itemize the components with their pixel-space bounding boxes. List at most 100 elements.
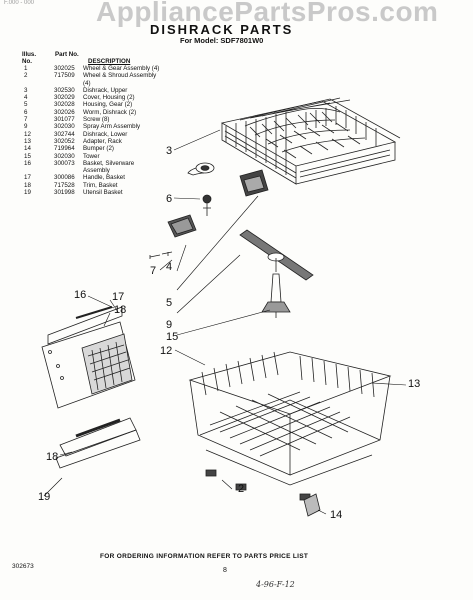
table-row: 6 302026 Worm, Dishrack (2) bbox=[22, 109, 162, 116]
part-description: Wheel & Shroud Assembly (4) bbox=[83, 72, 157, 87]
table-row: 18 717528 Trim, Basket bbox=[22, 182, 162, 189]
silverware-basket bbox=[41, 306, 136, 409]
table-row: 19 301998 Utensil Basket bbox=[22, 189, 162, 196]
illus-number: 15 bbox=[24, 152, 31, 160]
part-description: Worm, Dishrack (2) bbox=[83, 108, 137, 116]
table-row: 9 302030 Spray Arm Assembly bbox=[22, 123, 162, 130]
part-number: 302530 bbox=[54, 86, 75, 94]
header-illus: Illus. No. bbox=[22, 51, 37, 66]
illus-number: 6 bbox=[24, 108, 28, 116]
illus-number: 7 bbox=[24, 116, 28, 124]
part-number: 717528 bbox=[54, 181, 75, 189]
part-description: Dishrack, Upper bbox=[83, 86, 128, 94]
callout-number: 15 bbox=[166, 331, 178, 343]
part-number: 717509 bbox=[54, 72, 75, 80]
illus-number: 12 bbox=[24, 130, 31, 138]
part-number: 300086 bbox=[54, 174, 75, 182]
page-title: DISHRACK PARTS bbox=[150, 22, 294, 37]
callout-number: 9 bbox=[166, 319, 172, 331]
callout-number: 6 bbox=[166, 193, 172, 205]
part-description: Adapter, Rack bbox=[83, 137, 122, 145]
illus-number: 16 bbox=[24, 159, 31, 167]
illus-number: 18 bbox=[24, 181, 31, 189]
illus-number: 3 bbox=[24, 86, 28, 94]
part-number: 719964 bbox=[54, 145, 75, 153]
illus-number: 9 bbox=[24, 123, 28, 131]
part-number: 302029 bbox=[54, 94, 75, 102]
illus-number: 2 bbox=[24, 72, 28, 80]
illus-number: 1 bbox=[24, 65, 28, 72]
callout-number: 17 bbox=[112, 291, 124, 303]
part-description: Spray Arm Assembly bbox=[83, 123, 141, 131]
parts-table-header: Illus. No. Part No. DESCRIPTION bbox=[22, 51, 162, 65]
illus-number: 5 bbox=[24, 101, 28, 109]
illus-number: 17 bbox=[24, 174, 31, 182]
lower-dishrack bbox=[188, 351, 392, 517]
watermark: AppliancePartsPros.com bbox=[96, 0, 439, 27]
callout-number: 13 bbox=[408, 378, 420, 390]
part-description: Trim, Basket bbox=[83, 181, 118, 189]
illus-number: 13 bbox=[24, 137, 31, 145]
table-row: 17 300086 Handle, Basket bbox=[22, 174, 162, 181]
part-number: 301998 bbox=[54, 189, 75, 197]
table-row: 16 300073 Basket, Silverware Assembly bbox=[22, 160, 162, 175]
part-description: Cover, Housing (2) bbox=[83, 94, 135, 102]
illus-number: 14 bbox=[24, 145, 31, 153]
callout-number: 3 bbox=[166, 145, 172, 157]
document-number: 302673 bbox=[12, 563, 34, 570]
upper-dishrack bbox=[220, 97, 401, 185]
callout-number: 14 bbox=[330, 509, 342, 521]
part-number: 300073 bbox=[54, 159, 75, 167]
table-row: 4 302029 Cover, Housing (2) bbox=[22, 94, 162, 101]
header-part: Part No. bbox=[55, 51, 79, 58]
illus-number: 4 bbox=[24, 94, 28, 102]
part-description: Wheel & Gear Assembly (4) bbox=[83, 65, 160, 72]
table-row: 3 302530 Dishrack, Upper bbox=[22, 87, 162, 94]
header-description: DESCRIPTION bbox=[88, 58, 131, 65]
part-description: Dishrack, Lower bbox=[83, 130, 128, 138]
part-number: 302052 bbox=[54, 137, 75, 145]
callout-number: 18 bbox=[46, 451, 58, 463]
leader-lines bbox=[43, 129, 407, 515]
part-description: Handle, Basket bbox=[83, 174, 125, 182]
part-description: Bumper (2) bbox=[83, 145, 114, 153]
spray-arm-and-tower bbox=[239, 229, 314, 318]
part-description: Basket, Silverware Assembly bbox=[83, 159, 135, 175]
part-number: 302030 bbox=[54, 152, 75, 160]
model-line: For Model: SDF7801W0 bbox=[180, 36, 264, 45]
ordering-footer: FOR ORDERING INFORMATION REFER TO PARTS … bbox=[100, 553, 309, 560]
callout-number: 19 bbox=[38, 491, 50, 503]
table-row: 12 302744 Dishrack, Lower bbox=[22, 131, 162, 138]
callout-number: 16 bbox=[74, 289, 86, 301]
callout-number: 18 bbox=[114, 304, 126, 316]
handwritten-note: 4-96-F-12 bbox=[256, 580, 295, 589]
table-row: 5 302028 Housing, Gear (2) bbox=[22, 101, 162, 108]
part-description: Screw (8) bbox=[83, 116, 110, 124]
part-number: 302744 bbox=[54, 130, 75, 138]
table-row: 14 719964 Bumper (2) bbox=[22, 145, 162, 152]
table-row: 2 717509 Wheel & Shroud Assembly (4) bbox=[22, 72, 162, 87]
table-row: 13 302052 Adapter, Rack bbox=[22, 138, 162, 145]
gear-housing-parts bbox=[149, 162, 269, 259]
utensil-basket bbox=[55, 417, 141, 469]
callout-number: 5 bbox=[166, 297, 172, 309]
part-description: Housing, Gear (2) bbox=[83, 101, 133, 109]
illus-number: 19 bbox=[24, 189, 31, 197]
table-row: 7 301077 Screw (8) bbox=[22, 116, 162, 123]
part-number: 302025 bbox=[54, 65, 75, 72]
part-number: 301077 bbox=[54, 116, 75, 124]
part-number: 302030 bbox=[54, 123, 75, 131]
table-row: 1 302025 Wheel & Gear Assembly (4) bbox=[22, 65, 162, 72]
part-description: Utensil Basket bbox=[83, 189, 123, 197]
callout-number: 4 bbox=[166, 261, 172, 273]
part-number: 302026 bbox=[54, 108, 75, 116]
part-number: 302028 bbox=[54, 101, 75, 109]
callout-number: 7 bbox=[150, 265, 156, 277]
page-number: 8 bbox=[223, 567, 227, 574]
corner-mark: F.000 - 000 bbox=[4, 0, 35, 6]
